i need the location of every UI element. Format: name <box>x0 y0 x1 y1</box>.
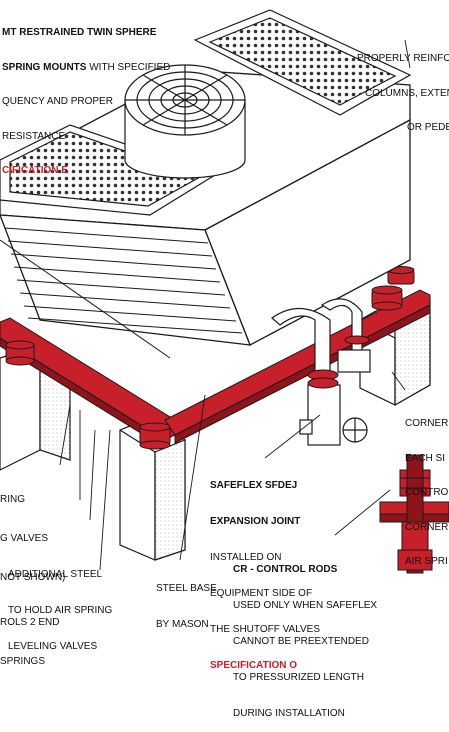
cooling-tower-illustration <box>0 9 449 574</box>
label-additional-steel: ADDITIONAL STEEL TO HOLD AIR SPRING LEVE… <box>8 545 112 665</box>
label-safeflex-title1: SAFEFLEX SFDEJ <box>210 480 298 491</box>
louver-slats <box>0 227 243 359</box>
perforated-panel-right <box>193 9 412 116</box>
label-control-rods-line3: TO PRESSURIZED LENGTH <box>233 672 364 683</box>
expansion-joint <box>307 335 370 389</box>
spring-mount-right <box>371 285 403 311</box>
label-additional-steel-line2: TO HOLD AIR SPRING <box>8 605 113 616</box>
label-spring-mounts-spec: CIFICATION E <box>2 165 68 176</box>
label-control-rods-line4: DURING INSTALLATION <box>233 708 345 719</box>
label-steel-base-line2: BY MASON <box>156 619 209 630</box>
label-spring-mounts-line2-bold: SPRING MOUNTS <box>2 61 87 73</box>
label-spring-mounts-line1: MT RESTRAINED TWIN SPHERE <box>2 27 157 38</box>
label-spring-mounts-line2-rest: WITH SPECIFIED <box>86 61 171 73</box>
label-columns-line1: PROPERLY REINFO <box>357 53 449 64</box>
label-safeflex-line1: INSTALLED ON <box>210 552 282 563</box>
label-control-rods: CR - CONTROL RODS USED ONLY WHEN SAFEFLE… <box>233 540 377 732</box>
spring-mount-front <box>139 422 171 450</box>
shutoff-valve <box>299 417 368 443</box>
label-spring-mounts-line3: QUENCY AND PROPER <box>2 96 113 107</box>
fan-guard <box>124 64 246 179</box>
label-control-rods-line1: USED ONLY WHEN SAFEFLEX <box>233 600 378 611</box>
spring-mount-left <box>5 340 35 366</box>
label-safeflex-title2: EXPANSION JOINT <box>210 516 301 527</box>
label-steel-base-line1: STEEL BASE <box>156 583 217 594</box>
label-corner-line3: CONTRO <box>405 487 449 498</box>
diagram-canvas: MT RESTRAINED TWIN SPHERE SPRING MOUNTS … <box>0 4 449 719</box>
label-leveling-line1: RING <box>0 494 25 505</box>
label-spring-mounts-line2: SPRING MOUNTS WITH SPECIFIED <box>2 62 170 74</box>
label-safeflex-line2: EQUIPMENT SIDE OF <box>210 588 313 599</box>
label-corner: CORNER EACH SI CONTRO CORNER AIR SPRI <box>405 395 448 579</box>
label-steel-base: STEEL BASE BY MASON <box>156 559 217 643</box>
piping <box>271 298 371 446</box>
label-control-rods-line2: CANNOT BE PREEXTENDED <box>233 636 369 647</box>
label-corner-line2: EACH SI <box>405 452 446 464</box>
label-additional-steel-line3: LEVELING VALVES <box>8 641 98 652</box>
label-leveling-line2: G VALVES <box>0 533 48 544</box>
label-corner-line5: AIR SPRI <box>405 556 448 567</box>
control-rod-detail <box>379 454 449 574</box>
leader-lines <box>59 39 411 571</box>
label-columns-line2: COLUMNS, EXTEN <box>365 87 449 99</box>
label-corner-line4: CORNER <box>405 521 449 533</box>
label-spring-mounts: MT RESTRAINED TWIN SPHERE SPRING MOUNTS … <box>2 4 170 188</box>
perforated-panel-left <box>0 124 217 216</box>
label-control-rods-title: CR - CONTROL RODS <box>233 564 338 575</box>
label-columns: PROPERLY REINFO COLUMNS, EXTEN OR PEDE <box>357 30 449 145</box>
label-leveling-line3: NOT SHOWN) <box>0 572 66 583</box>
label-spring-mounts-line4: RESISTANCE <box>2 130 66 142</box>
label-additional-steel-line1: ADDITIONAL STEEL <box>8 569 103 580</box>
label-columns-line3: OR PEDE <box>407 122 449 133</box>
label-corner-line1: CORNER <box>405 418 449 429</box>
